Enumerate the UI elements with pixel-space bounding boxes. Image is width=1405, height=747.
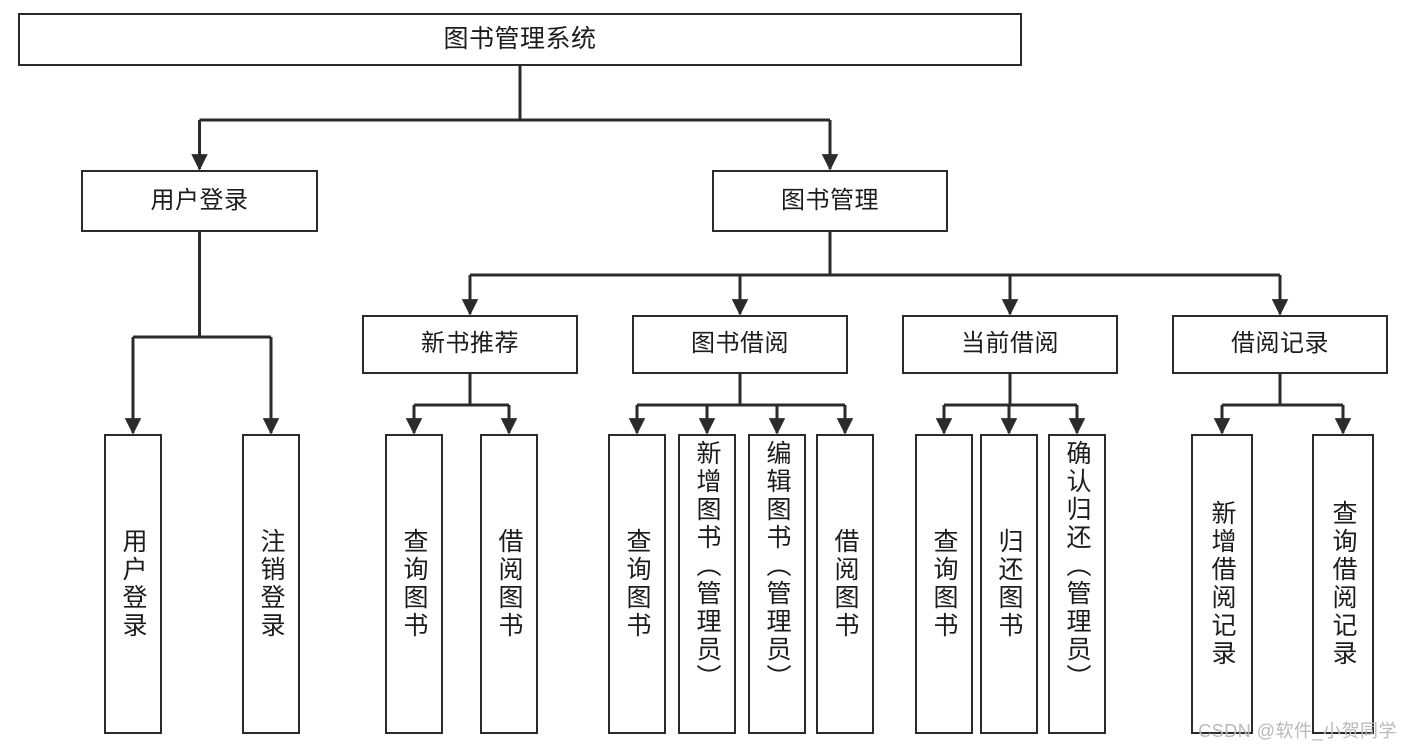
- node-l-add: 新增图书（管理员）: [678, 434, 736, 734]
- node-label: 图书管理: [781, 186, 879, 214]
- node-label: 注销登录: [257, 528, 285, 640]
- node-l-return: 归还图书: [980, 434, 1038, 734]
- node-root: 图书管理系统: [18, 13, 1022, 66]
- node-bookmgmt: 图书管理: [712, 170, 948, 232]
- node-l-query2: 查询图书: [608, 434, 666, 734]
- node-l-confirm: 确认归还（管理员）: [1048, 434, 1106, 734]
- node-label: 新书推荐: [421, 330, 519, 358]
- node-label: 图书借阅: [691, 330, 789, 358]
- node-l-edit: 编辑图书（管理员）: [748, 434, 806, 734]
- node-label: 新增图书（管理员）: [693, 440, 721, 692]
- node-label: 确认归还（管理员）: [1063, 440, 1091, 692]
- node-newbook: 新书推荐: [362, 315, 578, 374]
- node-l-borrow2: 借阅图书: [816, 434, 874, 734]
- node-l-queryrec: 查询借阅记录: [1312, 434, 1374, 734]
- node-label: 归还图书: [995, 528, 1023, 640]
- node-label: 借阅记录: [1231, 330, 1329, 358]
- node-records: 借阅记录: [1172, 315, 1388, 374]
- node-l-addrec: 新增借阅记录: [1191, 434, 1253, 734]
- node-label: 借阅图书: [495, 528, 523, 640]
- node-l-borrow1: 借阅图书: [480, 434, 538, 734]
- node-label: 查询借阅记录: [1329, 500, 1357, 668]
- node-login: 用户登录: [81, 170, 318, 232]
- node-label: 编辑图书（管理员）: [763, 440, 791, 692]
- node-current: 当前借阅: [902, 315, 1118, 374]
- node-label: 新增借阅记录: [1208, 500, 1236, 668]
- node-label: 借阅图书: [831, 528, 859, 640]
- node-label: 查询图书: [623, 528, 651, 640]
- node-l-query1: 查询图书: [385, 434, 443, 734]
- node-label: 图书管理系统: [443, 24, 597, 53]
- node-l-userlogin: 用户登录: [104, 434, 162, 734]
- node-l-logout: 注销登录: [242, 434, 300, 734]
- node-label: 用户登录: [150, 186, 249, 214]
- node-label: 查询图书: [400, 528, 428, 640]
- node-label: 当前借阅: [961, 330, 1059, 358]
- node-label: 用户登录: [119, 528, 147, 640]
- node-borrow: 图书借阅: [632, 315, 848, 374]
- node-l-query3: 查询图书: [915, 434, 973, 734]
- node-label: 查询图书: [930, 528, 958, 640]
